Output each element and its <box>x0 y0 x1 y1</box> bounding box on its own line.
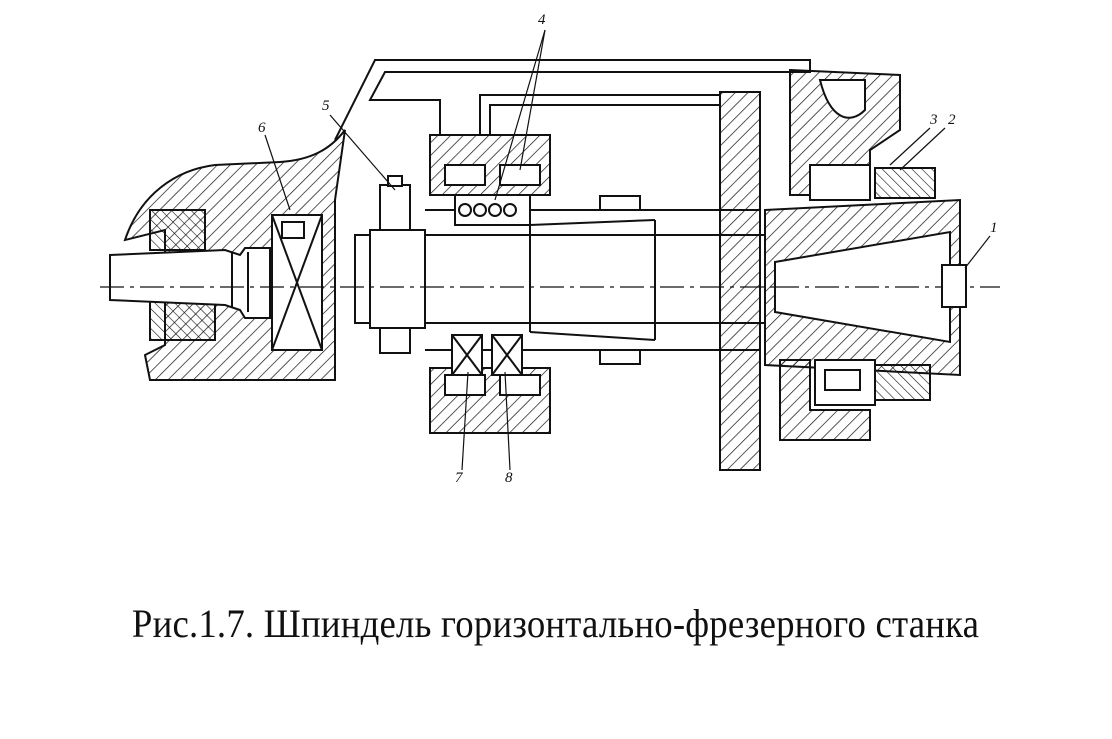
lower-front-housing <box>779 359 871 441</box>
oil-line <box>334 59 811 141</box>
drive-key-1 <box>941 264 967 308</box>
bearing-3 <box>809 164 871 201</box>
callout-5: 5 <box>322 98 330 114</box>
figure-caption: Рис.1.7. Шпиндель горизонтально-фрезерно… <box>131 601 980 646</box>
callout-2: 2 <box>948 112 956 128</box>
callout-1: 1 <box>990 220 998 236</box>
callout-7: 7 <box>455 470 464 486</box>
callout-6: 6 <box>258 120 266 136</box>
callout-3: 3 <box>929 112 938 128</box>
bearing-2 <box>874 167 936 199</box>
callout-8: 8 <box>505 470 513 486</box>
large-gear <box>719 91 761 471</box>
rear-shaft-end <box>109 247 271 319</box>
callout-4: 4 <box>538 12 546 28</box>
nut-5 <box>379 184 411 231</box>
